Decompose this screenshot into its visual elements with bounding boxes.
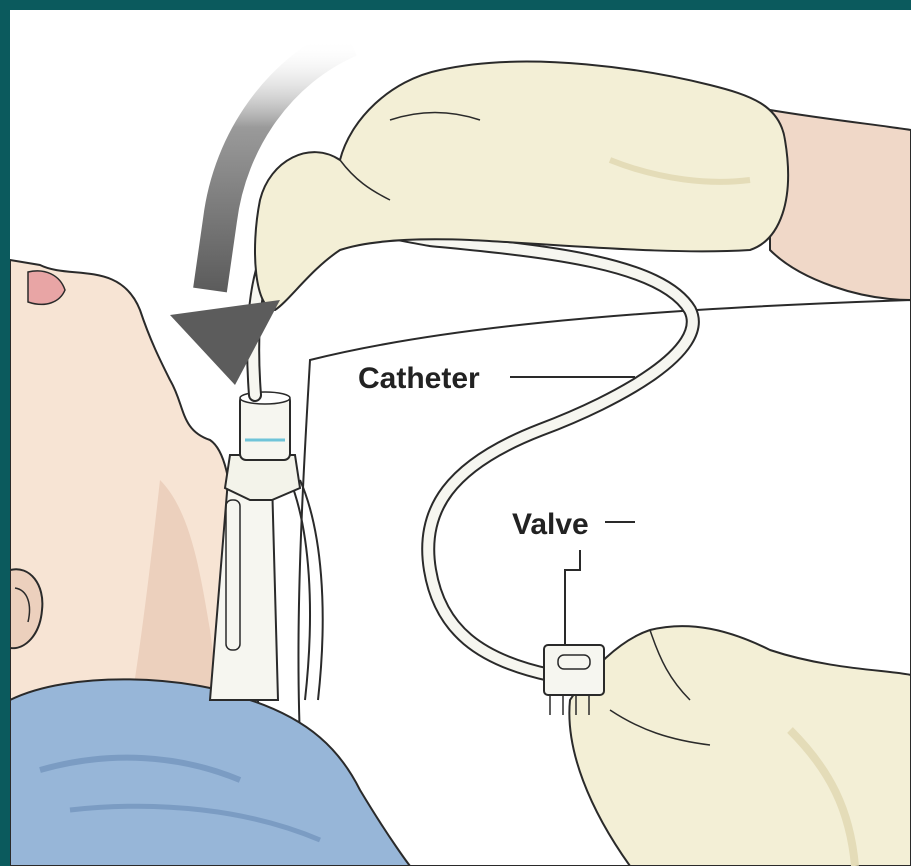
valve-label: Valve — [512, 508, 589, 541]
trach-connector — [225, 455, 300, 500]
catheter-label: Catheter — [358, 362, 480, 395]
suction-catheter-illustration: Catheter Valve — [10, 10, 911, 866]
